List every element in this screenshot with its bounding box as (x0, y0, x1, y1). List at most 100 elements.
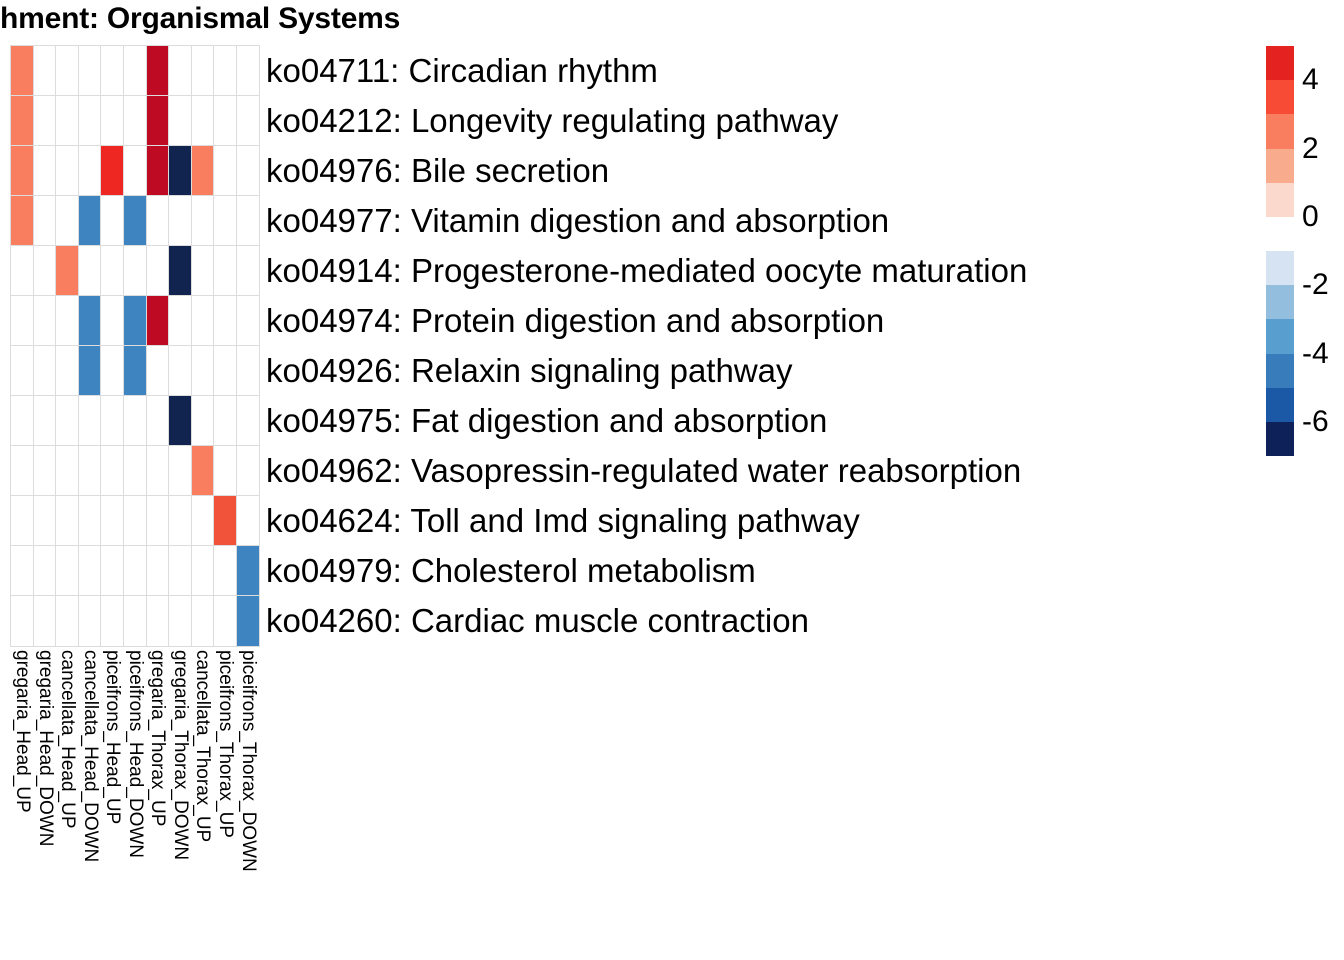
heatmap-cell (10, 545, 35, 597)
heatmap-cell (213, 245, 238, 297)
heatmap-cell (32, 345, 57, 397)
column-label: piceifrons_Head_DOWN (124, 650, 146, 859)
legend-swatch (1266, 182, 1294, 218)
heatmap-cell (168, 495, 193, 547)
heatmap-cell (100, 545, 125, 597)
legend-swatch (1266, 46, 1294, 81)
heatmap-cell (235, 395, 260, 447)
legend-swatch (1266, 114, 1294, 149)
heatmap-cell (190, 395, 215, 447)
column-label: gregaria_Head_UP (12, 650, 34, 813)
heatmap-cell (55, 95, 80, 147)
heatmap-cell (32, 145, 57, 197)
page-title: hment: Organismal Systems (0, 2, 401, 35)
heatmap-cell (168, 545, 193, 597)
heatmap-cell (32, 295, 57, 347)
column-label: piceifrons_Thorax_UP (215, 650, 237, 838)
heatmap-cell (168, 445, 193, 497)
heatmap-cell (32, 95, 57, 147)
column-label: gregaria_Head_DOWN (34, 650, 56, 847)
heatmap-cell (77, 195, 102, 247)
heatmap-cell (55, 145, 80, 197)
heatmap-cell (190, 445, 215, 497)
heatmap-cell (77, 345, 102, 397)
heatmap-cell (32, 45, 57, 97)
heatmap-cell (213, 495, 238, 547)
heatmap-cell (77, 395, 102, 447)
heatmap-cell (190, 245, 215, 297)
heatmap-cell (100, 595, 125, 647)
heatmap-cell (55, 295, 80, 347)
heatmap-cell (77, 445, 102, 497)
heatmap-cell (100, 145, 125, 197)
heatmap-cell (213, 295, 238, 347)
heatmap-cell (122, 95, 148, 147)
heatmap-cell (190, 145, 215, 197)
heatmap-cell (77, 245, 102, 297)
heatmap-cell (32, 445, 57, 497)
column-label: gregaria_Thorax_UP (147, 650, 169, 827)
legend-swatch (1266, 421, 1294, 457)
heatmap-cell (213, 345, 238, 397)
heatmap-cell (235, 595, 260, 647)
heatmap-cell (100, 395, 125, 447)
legend-swatch (1266, 285, 1294, 320)
heatmap-cell (145, 495, 170, 547)
heatmap-cell (122, 595, 148, 647)
heatmap-cell (145, 145, 170, 197)
row-label: ko04977: Vitamin digestion and absorptio… (266, 202, 890, 239)
heatmap-cell (235, 95, 260, 147)
row-label: ko04711: Circadian rhythm (266, 52, 658, 89)
column-label: piceifrons_Head_UP (102, 650, 124, 825)
heatmap-cell (190, 495, 215, 547)
heatmap-cell (213, 145, 238, 197)
row-label: ko04979: Cholesterol metabolism (266, 552, 756, 589)
heatmap-cell (77, 495, 102, 547)
heatmap-cell (100, 295, 125, 347)
heatmap-cell (100, 245, 125, 297)
heatmap-cell (145, 545, 170, 597)
heatmap-cell (100, 495, 125, 547)
heatmap-cell (122, 45, 148, 97)
legend-tick-label: -4 (1302, 336, 1329, 370)
legend-swatch (1266, 353, 1294, 389)
heatmap-cell (190, 95, 215, 147)
heatmap-cell (10, 95, 35, 147)
heatmap-cell (190, 345, 215, 397)
heatmap-cell (122, 545, 148, 597)
heatmap-cell (213, 395, 238, 447)
row-label: ko04962: Vasopressin-regulated water rea… (266, 452, 1022, 489)
heatmap-cell (122, 145, 148, 197)
heatmap-cell (213, 95, 238, 147)
legend-swatch (1266, 387, 1294, 423)
column-label: cancellata_Thorax_UP (192, 650, 214, 843)
heatmap-cell (235, 545, 260, 597)
heatmap-cell (168, 195, 193, 247)
heatmap-cell (77, 545, 102, 597)
heatmap-cell (168, 595, 193, 647)
heatmap-cell (145, 345, 170, 397)
heatmap-cell (55, 195, 80, 247)
heatmap-cell (213, 595, 238, 647)
heatmap-cell (55, 545, 80, 597)
heatmap-cell (168, 45, 193, 97)
row-label: ko04624: Toll and Imd signaling pathway (266, 502, 860, 539)
legend-swatch (1266, 80, 1294, 115)
heatmap-cell (10, 595, 35, 647)
heatmap-cell (145, 245, 170, 297)
heatmap-cell (10, 445, 35, 497)
heatmap-cell (77, 595, 102, 647)
heatmap-cell (100, 345, 125, 397)
row-label: ko04926: Relaxin signaling pathway (266, 352, 793, 389)
heatmap-cell (213, 195, 238, 247)
heatmap-cell (145, 595, 170, 647)
heatmap-cell (10, 495, 35, 547)
heatmap-grid (10, 45, 260, 647)
heatmap-cell (122, 495, 148, 547)
row-label: ko04914: Progesterone-mediated oocyte ma… (266, 252, 1028, 289)
heatmap-cell (235, 295, 260, 347)
heatmap-cell (55, 495, 80, 547)
heatmap-cell (10, 45, 35, 97)
heatmap-cell (145, 445, 170, 497)
